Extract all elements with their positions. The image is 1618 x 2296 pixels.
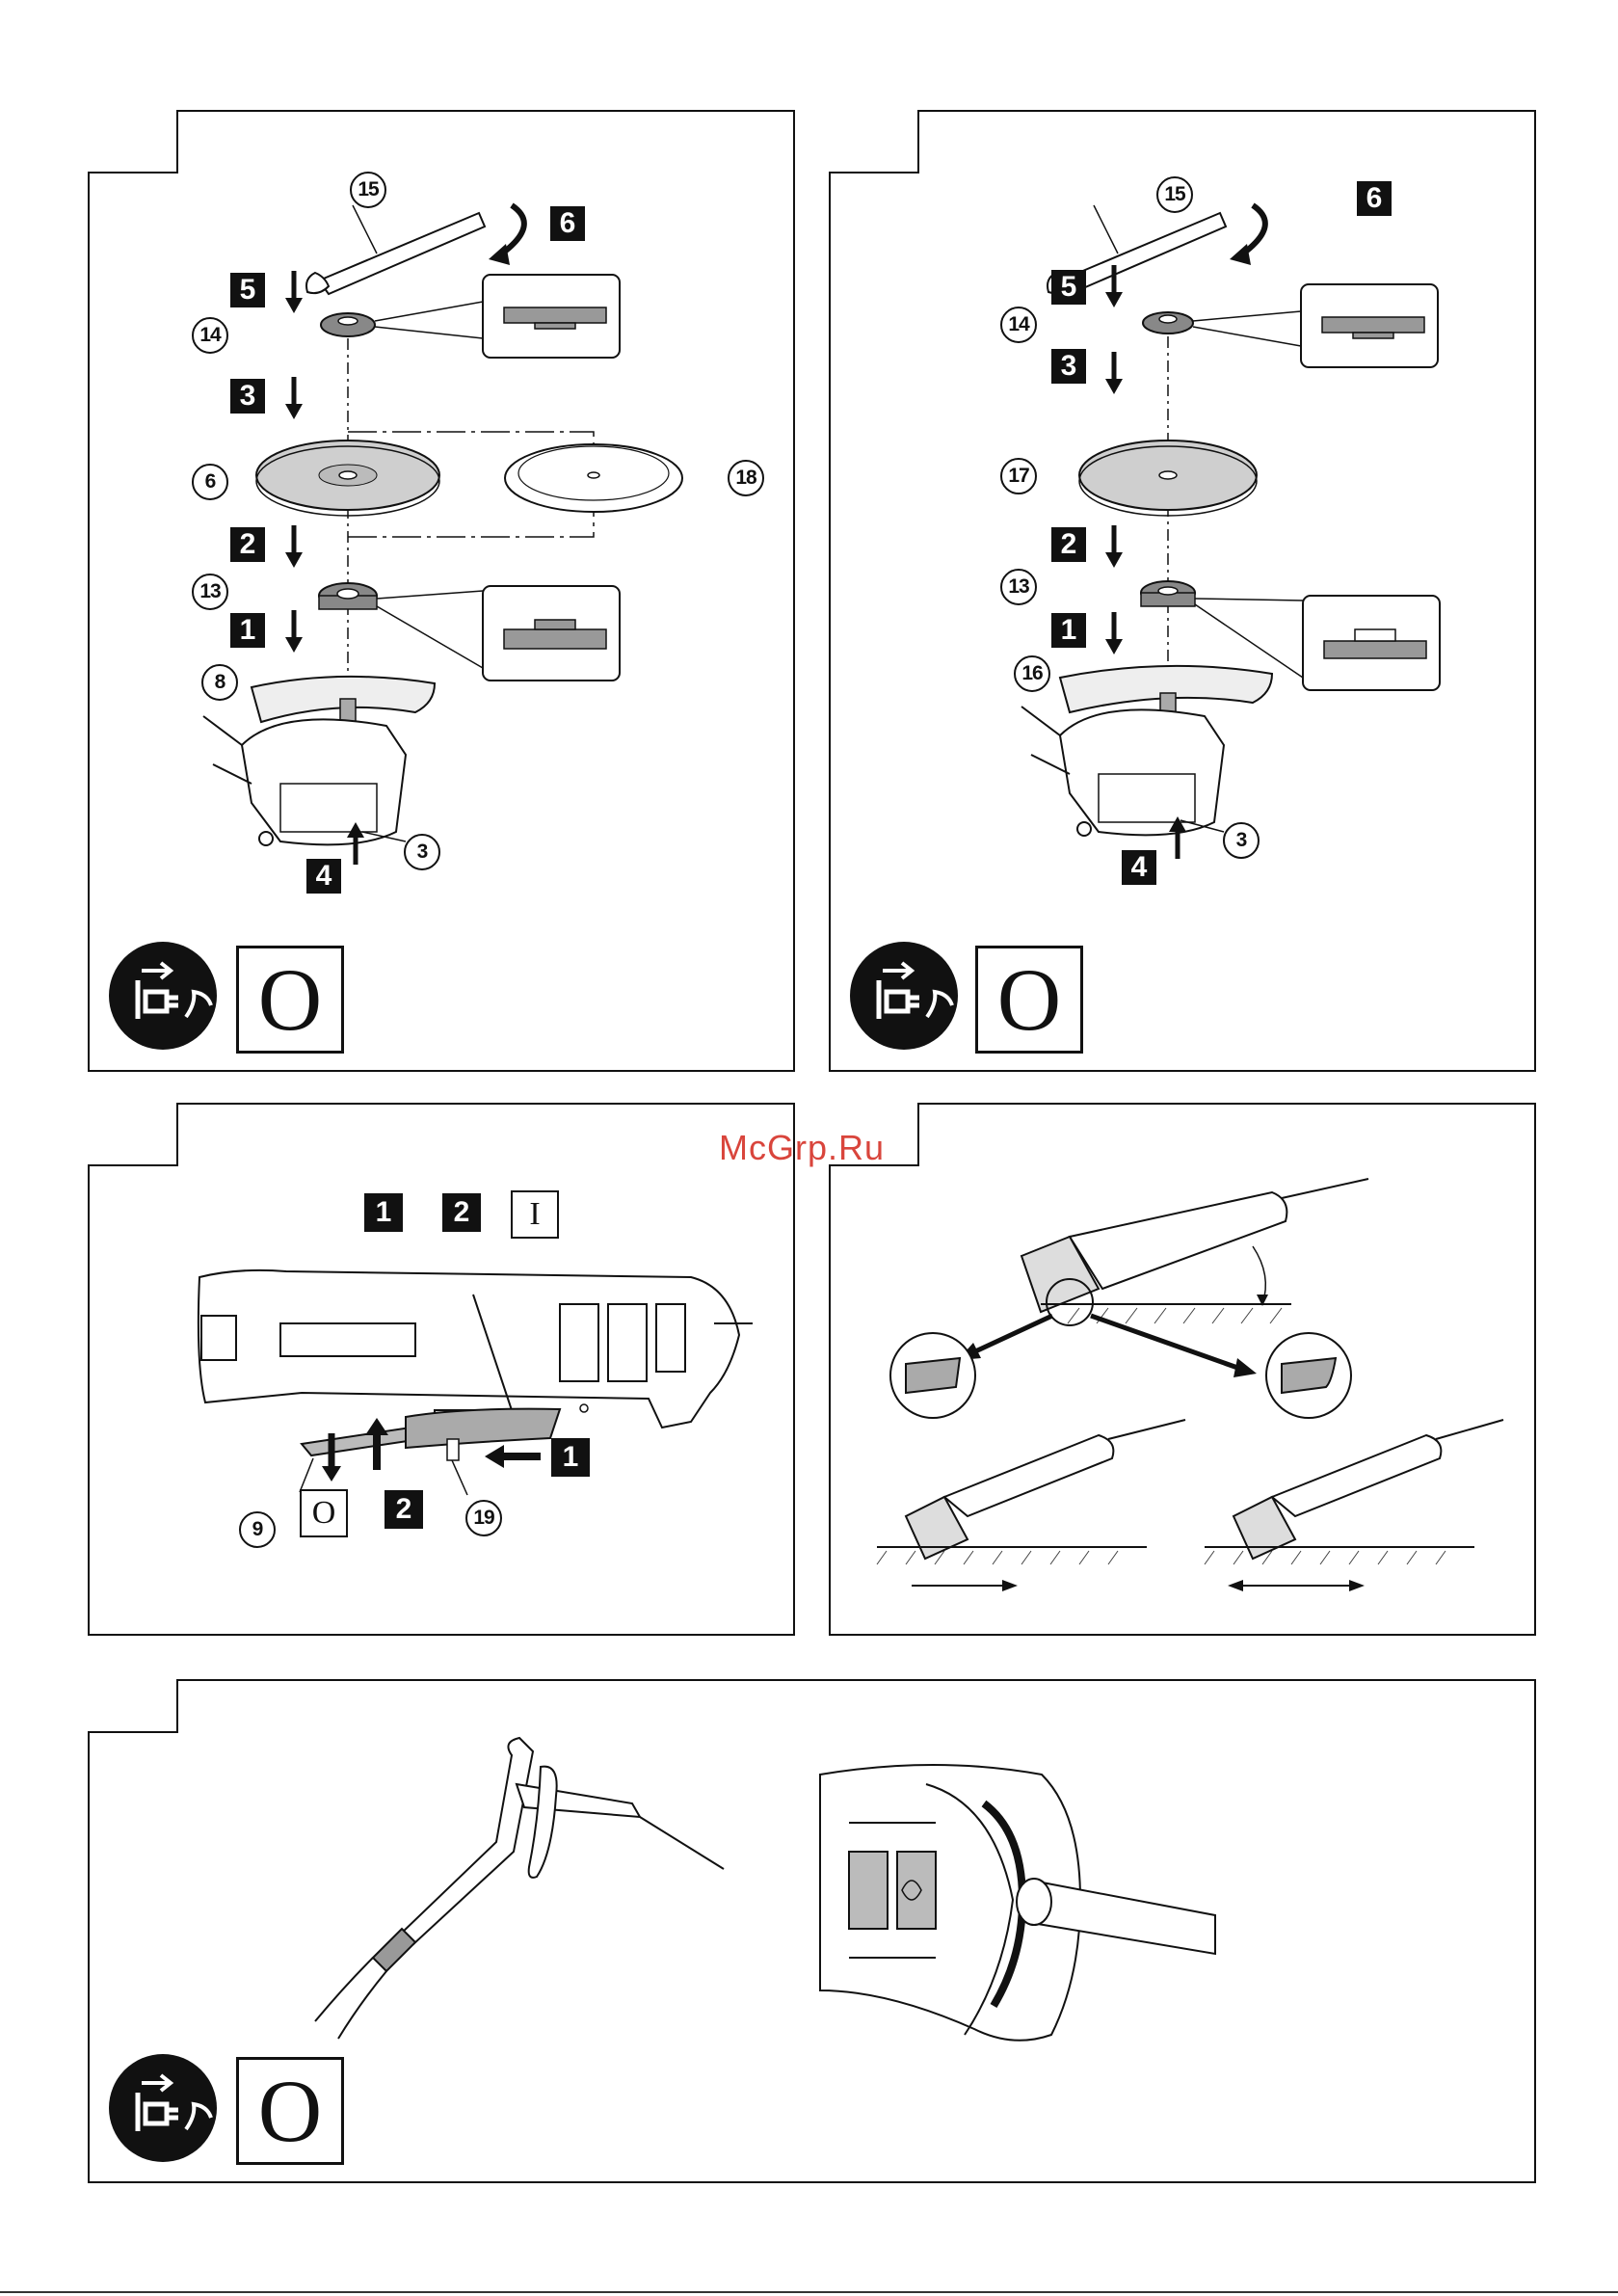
panel-grinding-angle [829, 1102, 1536, 1637]
callout-8: 8 [201, 664, 238, 701]
step-4: 4 [1122, 850, 1156, 885]
callout-18: 18 [728, 460, 764, 496]
step-1: 1 [230, 613, 265, 648]
callout-14: 14 [192, 317, 228, 354]
panel-frame [829, 109, 1536, 1073]
callout-3: 3 [404, 834, 440, 870]
unplug-icon [109, 2054, 217, 2162]
step-2: 2 [1051, 527, 1086, 562]
panel-wheel-assembly-1: 5 3 2 1 6 4 15 14 6 18 13 8 3 O [88, 109, 795, 1073]
callout-13: 13 [1000, 569, 1037, 605]
detail-edge-left [890, 1333, 975, 1418]
callout-15: 15 [1156, 176, 1193, 213]
step-4: 4 [306, 859, 341, 894]
step-2: 2 [230, 527, 265, 562]
unplug-icon [109, 942, 217, 1050]
step-5: 5 [230, 273, 265, 307]
grinder-illustration [203, 677, 435, 845]
step-3: 3 [1051, 349, 1086, 384]
unplug-icon [850, 942, 958, 1050]
step-6: 6 [1357, 181, 1392, 216]
panel-frame [88, 1102, 795, 1637]
callout-6: 6 [192, 464, 228, 500]
switch-on-symbol: I [511, 1190, 559, 1239]
grinder-rear-vents-illustration [820, 1765, 1215, 2041]
callout-19: 19 [465, 1500, 502, 1536]
callout-3: 3 [1223, 822, 1260, 859]
callout-15: 15 [350, 172, 386, 208]
step-2-lift: 2 [385, 1490, 423, 1529]
callout-17: 17 [1000, 458, 1037, 494]
switch-off-symbol: O [236, 2057, 344, 2165]
step-2-label: 2 [442, 1193, 481, 1232]
callout-16: 16 [1014, 655, 1050, 692]
step-6: 6 [550, 206, 585, 241]
step-1-label: 1 [364, 1193, 403, 1232]
callout-9: 9 [239, 1511, 276, 1548]
grinder-illustration [1021, 666, 1272, 836]
switch-off-symbol: O [236, 946, 344, 1054]
step-5: 5 [1051, 270, 1086, 305]
spanner-wrench-icon [306, 213, 485, 294]
switch-off-symbol: O [300, 1489, 348, 1537]
panel-frame [829, 1102, 1536, 1637]
grinder-side-view [199, 1270, 753, 1495]
panel-cleaning: O [88, 1678, 1536, 2184]
step-1-push: 1 [551, 1438, 590, 1477]
grinder-angled-illustration [1021, 1179, 1368, 1325]
step-1: 1 [1051, 613, 1086, 648]
panel-switch-operation: 1 2 I 1 2 O 9 19 [88, 1102, 795, 1637]
step-3: 3 [230, 379, 265, 414]
callout-14: 14 [1000, 307, 1037, 343]
grinder-push-illustration [877, 1420, 1185, 1591]
grinder-back-forth-illustration [1205, 1420, 1503, 1591]
switch-off-symbol: O [975, 946, 1083, 1054]
panel-wheel-assembly-2: 5 3 2 1 6 4 15 14 17 13 16 3 O [829, 109, 1536, 1073]
air-blow-gun-illustration [315, 1738, 724, 2039]
callout-13: 13 [192, 574, 228, 610]
detail-edge-right [1266, 1333, 1351, 1418]
footer-rule [0, 2291, 1618, 2293]
